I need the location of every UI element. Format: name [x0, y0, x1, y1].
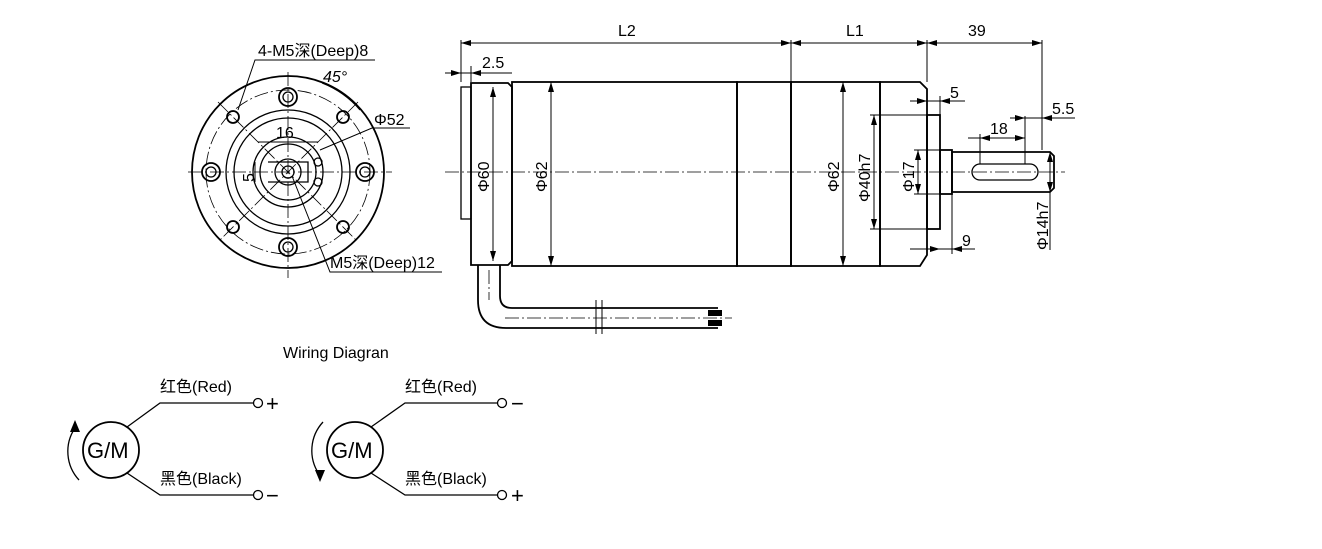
motor-label: G/M [331, 438, 373, 463]
black-sign: − [266, 483, 279, 508]
hole-leader [237, 59, 375, 111]
mounting-holes-diagonal [226, 110, 350, 234]
side-view: L2 L1 39 2.5 Φ60 Φ62 Φ62 Φ40h7 Φ17 Φ14h7 [445, 23, 1075, 334]
red-label: 红色(Red) [405, 378, 477, 396]
terminal-icon [252, 489, 264, 501]
shaft-key-flat [268, 161, 309, 183]
small-hole-icon [313, 157, 323, 167]
red-sign: − [511, 391, 524, 416]
dim-d62a: Φ62 [534, 161, 551, 192]
dim-L1: L1 [846, 23, 864, 40]
pilot-circle [225, 109, 351, 235]
front-view: 4-M5深(Deep)8 45° Φ52 16 5 M5深(Deep)12 [188, 42, 442, 278]
mounting-holes-axial [201, 87, 375, 257]
pilot-inner-circle [233, 117, 343, 227]
wiring-diagram: Wiring Diagran G/M 红色(Red) 黑色(Black) + −… [67, 345, 524, 508]
dim-L2: L2 [618, 23, 636, 40]
rotation-arc [67, 427, 80, 481]
rotation-arrow-icon [315, 470, 325, 482]
dim-d14: Φ14h7 [1035, 202, 1052, 250]
terminal-icon [252, 397, 264, 409]
angle-arc [321, 82, 361, 111]
boss-circle [252, 136, 324, 208]
dim-d62b: Φ62 [826, 161, 843, 192]
hole-label: 4-M5深(Deep)8 [258, 42, 368, 60]
rotation-arrow-icon [70, 420, 80, 432]
black-label: 黑色(Black) [160, 470, 242, 488]
red-label: 红色(Red) [160, 378, 232, 396]
shaft-tap-circle [281, 165, 295, 179]
rotation-arc [311, 421, 324, 475]
front-diag-centerline-2 [217, 101, 359, 243]
flange-outer-circle [191, 75, 385, 269]
black-sign: + [511, 483, 524, 508]
boss-inner-circle [259, 143, 317, 201]
angle-label: 45° [323, 69, 348, 86]
bolt-circle-label: Φ52 [374, 112, 405, 129]
red-sign: + [266, 391, 279, 416]
bolt-circle-leader [319, 127, 410, 151]
wiring-cw: G/M 红色(Red) 黑色(Black) + − [67, 378, 279, 508]
motor-symbol [82, 421, 140, 479]
wire-end [708, 310, 722, 316]
shaft-dim-label: 16 [276, 125, 294, 142]
red-wire [126, 402, 253, 428]
wire-end [708, 320, 722, 326]
keyway [971, 163, 1039, 181]
small-hole-icon [313, 177, 323, 187]
dim-2.5: 2.5 [482, 55, 504, 72]
red-wire [370, 402, 497, 428]
gearbox-front [879, 81, 928, 267]
black-wire [126, 472, 253, 496]
tap-label: M5深(Deep)12 [330, 254, 435, 272]
motor-symbol [326, 421, 384, 479]
dim-collar: 9 [962, 233, 971, 250]
dim-pilot: 5 [950, 85, 959, 102]
terminal-icon [496, 397, 508, 409]
cable-outer [477, 265, 718, 329]
dim-d40: Φ40h7 [857, 154, 874, 202]
wiring-ccw: G/M 红色(Red) 黑色(Black) − + [311, 378, 524, 508]
wiring-title: Wiring Diagran [283, 345, 389, 362]
motor-label: G/M [87, 438, 129, 463]
cable-inner [499, 265, 718, 309]
terminal-icon [496, 489, 508, 501]
shaft-circle [274, 158, 302, 186]
dim-39: 39 [968, 23, 986, 40]
dim-key-offset: 5.5 [1052, 101, 1074, 118]
black-wire [370, 472, 497, 496]
dim-d60: Φ60 [476, 161, 493, 192]
black-label: 黑色(Black) [405, 470, 487, 488]
end-cap [460, 86, 472, 220]
flat-dim-label: 5 [241, 173, 258, 182]
gearbox-rear [736, 81, 792, 267]
dim-key: 18 [990, 121, 1008, 138]
dim-d17: Φ17 [901, 161, 918, 192]
tap-leader [291, 175, 442, 273]
